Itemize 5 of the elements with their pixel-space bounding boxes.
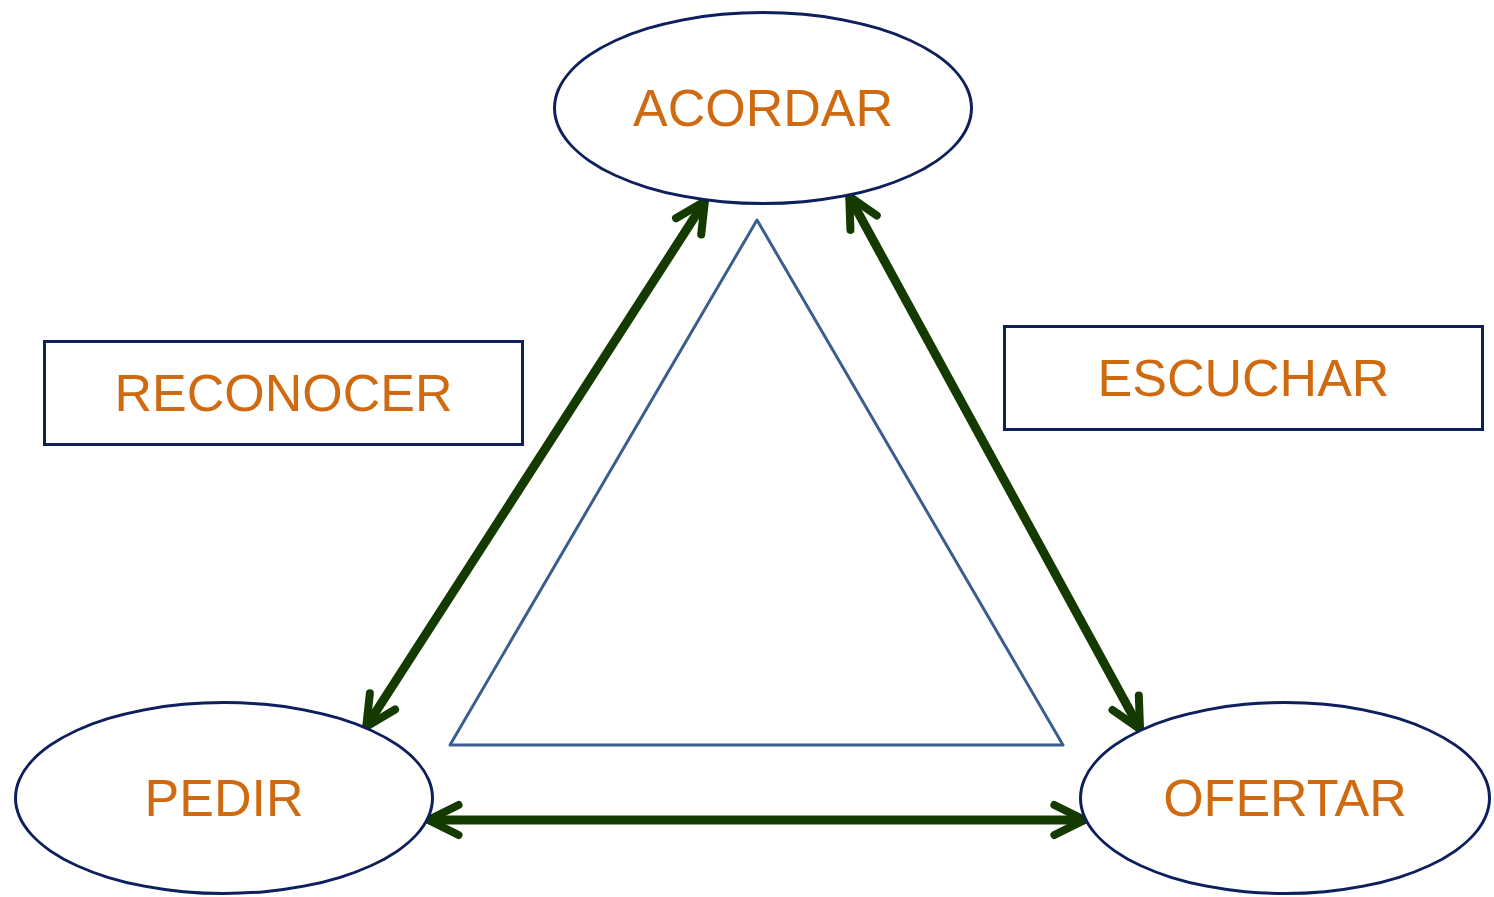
ellipse-node: ACORDAR [553,11,973,205]
label-box: RECONOCER [43,340,524,446]
ellipse-node: PEDIR [14,701,434,895]
ellipse-node: OFERTAR [1079,701,1491,895]
label-box: ESCUCHAR [1003,325,1484,431]
